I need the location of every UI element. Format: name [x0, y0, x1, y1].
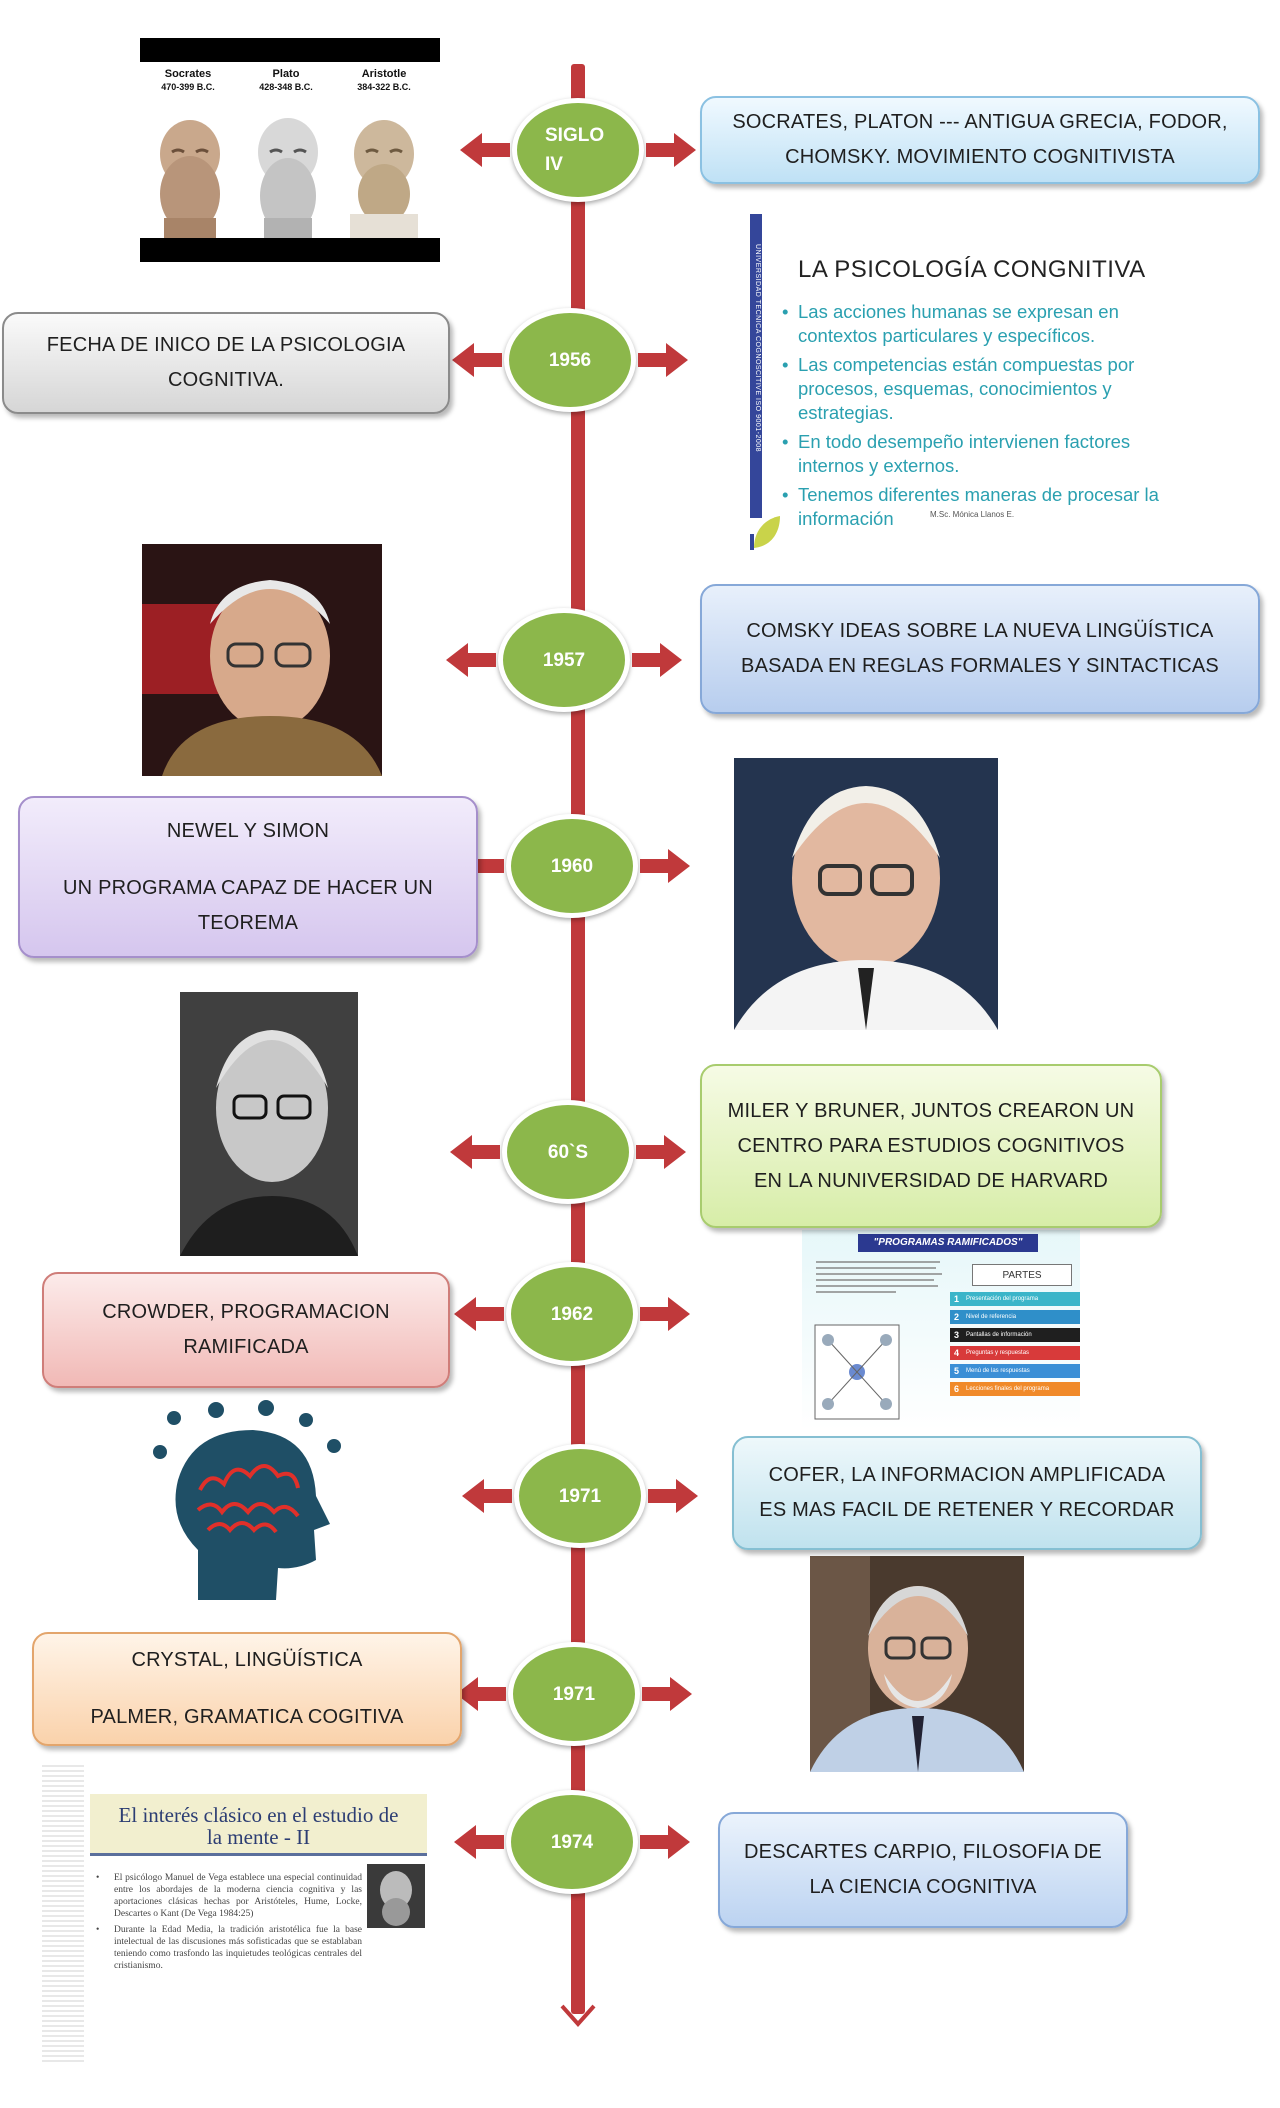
paper-paragraph: Durante la Edad Media, la tradición aris… [94, 1924, 362, 1972]
left-arrow-icon [450, 1135, 500, 1169]
slide-side-text: UNIVERSIDAD TECNICA COGNOSCITIVE ISO 900… [754, 244, 761, 453]
ram-item-number: 4 [954, 1348, 960, 1358]
ram-text-lines [816, 1261, 942, 1293]
left-arrow-icon [452, 343, 502, 377]
slide-title: LA PSICOLOGÍA CONGNITIVA [798, 256, 1146, 283]
socrates-bust [160, 120, 220, 238]
timeline-node-siglo-iv: SIGLO IV [512, 98, 644, 202]
leaf-icon [750, 516, 780, 550]
ram-diagram [814, 1324, 900, 1420]
ram-item: Presentación del programa [966, 1296, 1039, 1302]
right-arrow-icon [646, 133, 696, 167]
ram-item: Lecciones finales del programa [966, 1386, 1050, 1392]
ram-item: Pantallas de información [966, 1332, 1032, 1338]
slide-bullet-list: Las acciones humanas se expresan en cont… [780, 300, 1200, 536]
right-arrow-icon [640, 849, 690, 883]
timeline-node-1956: 1956 [504, 308, 636, 412]
ram-item-number: 1 [954, 1294, 960, 1304]
ram-item-number: 3 [954, 1330, 960, 1340]
timeline-node-1960: 1960 [506, 814, 638, 918]
philosopher-name: Plato [272, 68, 300, 80]
timeline-node-label: 1960 [550, 855, 594, 877]
event-box-1971-crystal: CRYSTAL, LINGÜÍSTICA PALMER, GRAMATICA C… [32, 1632, 462, 1746]
right-arrow-icon [638, 343, 688, 377]
ram-partes-label: PARTES [972, 1264, 1072, 1286]
philosopher-name: Aristotle [361, 68, 407, 80]
left-arrow-icon [446, 643, 496, 677]
timeline-node-1971-a: 1971 [514, 1444, 646, 1548]
event-box-1960: NEWEL Y SIMON UN PROGRAMA CAPAZ DE HACER… [18, 796, 478, 958]
timeline-node-label: SIGLO [545, 125, 605, 146]
ram-item-number: 2 [954, 1312, 960, 1322]
philosophers-image: Socrates 470-399 B.C. Plato 428-348 B.C. A… [140, 38, 440, 262]
timeline-node-label: 60`S [547, 1141, 589, 1163]
slide-bullet: Las competencias están compuestas por pr… [780, 353, 1200, 425]
ram-item: Menú de las respuestas [966, 1368, 1030, 1374]
philosopher-name: Socrates [164, 68, 212, 80]
timeline-node-label: 1971 [558, 1485, 602, 1507]
paper-paragraph: El psicólogo Manuel de Vega establece un… [94, 1872, 362, 1920]
right-arrow-icon [636, 1135, 686, 1169]
timeline-arrow-tip [560, 2004, 596, 2028]
right-arrow-icon [640, 1297, 690, 1331]
right-arrow-icon [632, 643, 682, 677]
ram-item-number: 5 [954, 1366, 960, 1376]
timeline-node-1957: 1957 [498, 608, 630, 712]
timeline-node-label: 1956 [548, 349, 592, 371]
paper-slide-title: El interés clásico en el estudio de la m… [90, 1794, 427, 1856]
philosopher-dates: 470-399 B.C. [161, 82, 215, 92]
chomsky-photo [142, 544, 382, 776]
event-box-1974: DESCARTES CARPIO, FILOSOFIA DE LA CIENCI… [718, 1812, 1128, 1928]
aristotle-thumbnail [367, 1864, 425, 1928]
aristotle-bust [350, 120, 418, 238]
right-arrow-icon [642, 1677, 692, 1711]
left-arrow-icon [454, 1297, 504, 1331]
right-arrow-icon [640, 1825, 690, 1859]
left-arrow-icon [460, 133, 510, 167]
slide-author: M.Sc. Mónica Llanos E. [930, 510, 1015, 519]
timeline-node-label: 1971 [552, 1683, 596, 1705]
event-box-siglo-iv: SOCRATES, PLATON --- ANTIGUA GRECIA, FOD… [700, 96, 1260, 184]
event-box-1956: FECHA DE INICO DE LA PSICOLOGIA COGNITIV… [2, 312, 450, 414]
event-box-1962: CROWDER, PROGRAMACION RAMIFICADA [42, 1272, 450, 1388]
timeline-node-1962: 1962 [506, 1262, 638, 1366]
psychology-slide-image: UNIVERSIDAD TECNICA COGNOSCITIVE ISO 900… [750, 214, 1210, 550]
paper-slide-body: El psicólogo Manuel de Vega establece un… [94, 1872, 362, 1976]
ram-item: Preguntas y respuestas [966, 1350, 1030, 1356]
ramified-program-slide: "PROGRAMAS RAMIFICADOS" PARTES 1 Presenta… [802, 1230, 1080, 1430]
plato-bust [258, 118, 318, 238]
cofer-photo [810, 1556, 1024, 1772]
timeline-node-60s: 60`S [502, 1100, 634, 1204]
ram-item: Nivel de referencia [966, 1314, 1017, 1320]
brain-head-image [148, 1400, 348, 1608]
timeline-node-label: 1974 [550, 1831, 594, 1853]
event-box-60s: MILER Y BRUNER, JUNTOS CREARON UN CENTRO… [700, 1064, 1162, 1228]
ram-slide-title: "PROGRAMAS RAMIFICADOS" [858, 1234, 1038, 1252]
slide-bullet: Tenemos diferentes maneras de procesar l… [780, 483, 1200, 531]
timeline-node-1971-b: 1971 [508, 1642, 640, 1746]
slide-bullet: En todo desempeño intervienen factores i… [780, 430, 1200, 478]
event-box-1971-cofer: COFER, LA INFORMACION AMPLIFICADA ES MAS… [732, 1436, 1202, 1550]
ram-item-number: 6 [954, 1384, 960, 1394]
timeline-node-label: 1957 [542, 649, 586, 671]
right-arrow-icon [648, 1479, 698, 1513]
timeline-node-label: IV [545, 154, 563, 175]
philosopher-dates: 384-322 B.C. [357, 82, 411, 92]
left-arrow-icon [454, 1825, 504, 1859]
timeline-node-label: 1962 [550, 1303, 594, 1325]
timeline-node-1974: 1974 [506, 1790, 638, 1894]
left-arrow-icon [462, 1479, 512, 1513]
left-arrow-icon [456, 1677, 506, 1711]
newell-photo [734, 758, 998, 1030]
bruner-photo [180, 992, 358, 1256]
event-box-1957: COMSKY IDEAS SOBRE LA NUEVA LINGÜÍSTICA … [700, 584, 1260, 714]
philosopher-dates: 428-348 B.C. [259, 82, 313, 92]
slide-bullet: Las acciones humanas se expresan en cont… [780, 300, 1200, 348]
mind-study-slide: El interés clásico en el estudio de la m… [42, 1762, 432, 2062]
